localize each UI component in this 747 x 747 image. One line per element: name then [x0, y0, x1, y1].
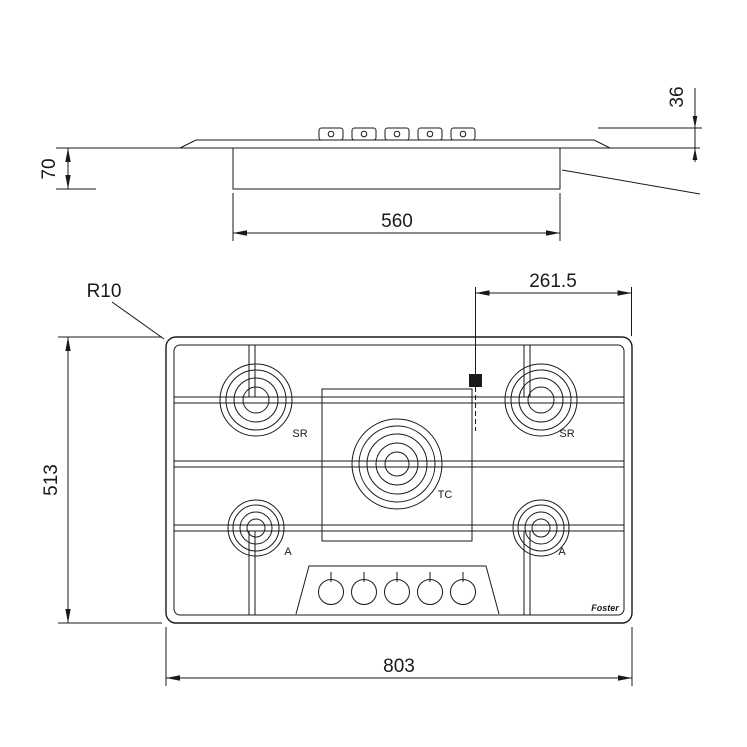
dim-label-r10: R10 — [87, 281, 122, 302]
burner-auxiliary-right — [512, 499, 570, 557]
dim-label-36: 36 — [667, 86, 688, 107]
knob-2 — [351, 572, 377, 605]
burner-label-sr-right: SR — [559, 428, 574, 440]
brand-logo: Foster — [591, 603, 619, 613]
dim-depth-below-top — [56, 148, 96, 190]
dim-label-803: 803 — [383, 656, 415, 677]
burner-semi-rapid-left — [219, 363, 293, 437]
knob-3 — [384, 572, 410, 605]
dim-36-arrow-bottom — [692, 148, 698, 160]
dim-marker-offset — [475, 287, 632, 374]
knob-4 — [417, 572, 443, 605]
burner-label-a-left: A — [284, 546, 292, 558]
hob-outer-edge — [165, 336, 633, 624]
burner-semi-rapid-right — [504, 363, 578, 437]
central-grate-frame — [321, 388, 473, 542]
dim-label-261-5: 261.5 — [529, 271, 577, 292]
corner-radius-callout — [111, 301, 165, 340]
hob-profile — [179, 139, 611, 149]
control-panel — [295, 565, 500, 615]
control-recess — [295, 565, 500, 615]
burner-auxiliary-left — [227, 499, 285, 557]
dim-label-560: 560 — [381, 211, 413, 232]
ignition-marker — [469, 374, 482, 387]
recessed-body — [232, 148, 561, 190]
dim-overall-width — [165, 627, 633, 686]
burner-label-sr-left: SR — [292, 428, 307, 440]
dim-cutout-width — [232, 193, 561, 241]
plan-view — [165, 336, 633, 624]
hob-inner-edge — [173, 344, 625, 616]
side-elevation-view — [56, 127, 701, 195]
burner-label-a-right: A — [558, 546, 566, 558]
pan-support-bars — [174, 345, 624, 615]
dim-label-70: 70 — [39, 158, 60, 179]
knob-5 — [450, 572, 476, 605]
edge-leader-line — [561, 169, 701, 195]
dim-overall-depth — [58, 336, 162, 624]
dim-36-arrow-top — [692, 116, 698, 128]
side-knobs — [318, 127, 476, 141]
dim-label-513: 513 — [41, 464, 62, 496]
burner-triple-crown-center — [351, 418, 443, 510]
knob-1 — [318, 572, 344, 605]
burner-label-tc: TC — [438, 489, 453, 501]
